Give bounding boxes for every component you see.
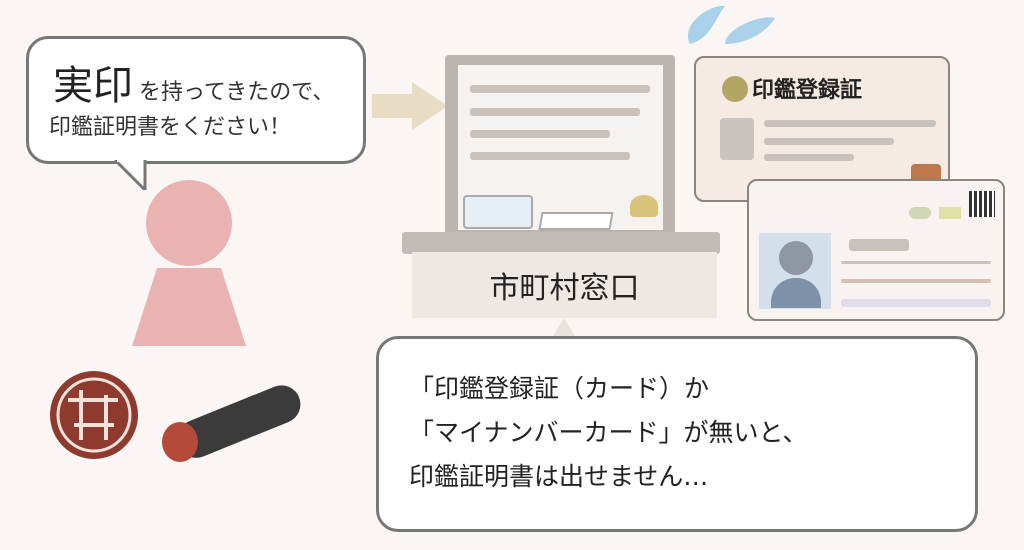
clerk-line-1: 「印鑑登録証（カード）か — [409, 374, 710, 403]
speech-line1: を持ってきたので、 — [139, 80, 335, 105]
speech-line2: 印鑑証明書をください！ — [49, 115, 292, 140]
jitsuin-emphasis: 実印 — [53, 63, 133, 109]
clerk-line-2: 「マイナンバーカード」が無いと、 — [409, 418, 808, 447]
registration-card-title: 印鑑登録証 — [752, 78, 863, 103]
clerk-speech-bubble: 「印鑑登録証（カード）か 「マイナンバーカード」が無いと、 印鑑証明書は出せませ… — [376, 336, 978, 532]
clerk-bubble-tail — [552, 318, 576, 338]
customer-speech-bubble: 実印を持ってきたので、 印鑑証明書をください！ — [26, 36, 366, 164]
my-number-card — [747, 179, 1005, 321]
arrow-icon — [372, 82, 448, 130]
clerk-line-3: 印鑑証明書は出せません… — [409, 462, 709, 491]
counter-label: 市町村窓口 — [412, 252, 717, 318]
bubble-tail — [113, 160, 147, 190]
sweat-drops-icon — [688, 5, 775, 44]
registration-card: 印鑑登録証 — [694, 56, 950, 202]
seal-stamp-icon — [50, 371, 301, 462]
